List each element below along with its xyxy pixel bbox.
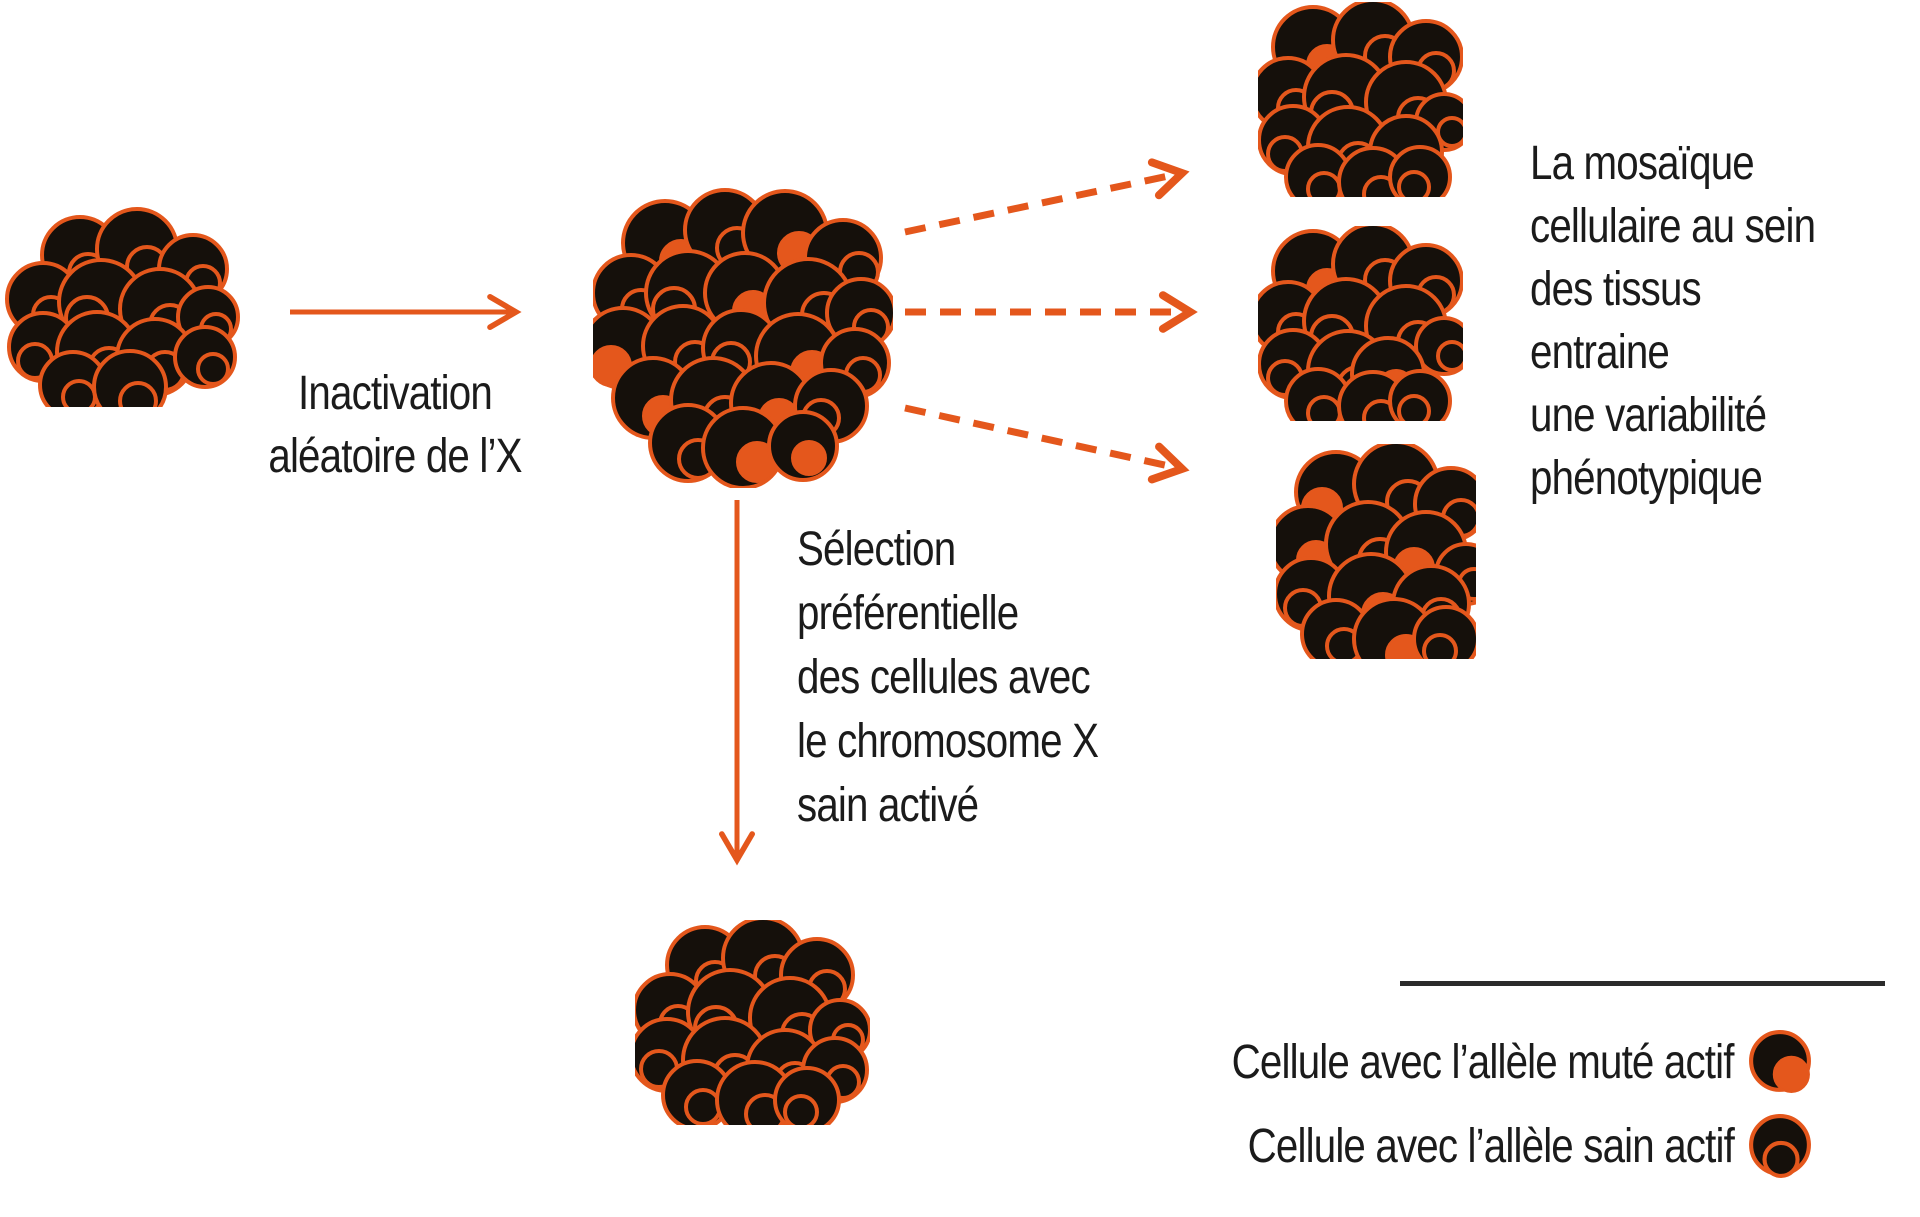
inactivation-label-line2: aléatoire de l’X [268,430,522,483]
legend-divider [1400,981,1885,986]
mosaic-label-line6: phénotypique [1530,452,1763,505]
legend-item-mutant: Cellule avec l’allèle muté actif [1100,1028,1812,1096]
mosaic-label-line5: une variabilité [1530,389,1767,442]
mosaic-label-line3: des tissus [1530,263,1702,316]
mutant-cell-icon [1748,1030,1812,1094]
dashed-arrow-top [904,158,1190,236]
legend-item-mutant-label: Cellule avec l’allèle muté actif [1231,1035,1735,1089]
inactivation-label-line1: Inactivation [298,367,493,420]
healthy-cell-icon [1748,1114,1812,1178]
mosaic-label-line4: entraine [1530,326,1670,379]
cell-cluster-tissue-bottom [1276,444,1476,659]
cell-cluster-initial [5,207,240,407]
selection-label-line2: préférentielle [797,587,1019,640]
selection-label-line1: Sélection [797,523,956,576]
cell-cluster-mosaic [593,188,893,488]
selection-label-line4: le chromosome X [797,715,1099,768]
selection-label-line5: sain activé [797,779,979,832]
mosaic-label-line2: cellulaire au sein [1530,200,1816,253]
inactivation-label: Inactivation aléatoire de l’X [227,362,563,488]
cell-cluster-tissue-top [1258,2,1463,197]
legend-item-healthy: Cellule avec l’allèle sain actif [1100,1112,1812,1180]
cell-cluster-tissue-middle [1258,226,1463,421]
mosaic-label-line1: La mosaïque [1530,137,1755,190]
selection-label: Sélection préférentielle des cellules av… [797,518,1167,838]
cell-cluster-selected [635,920,870,1125]
dashed-arrow-bottom [904,404,1190,484]
mosaic-label: La mosaïque cellulaire au sein des tissu… [1530,132,1866,510]
selection-label-line3: des cellules avec [797,651,1091,704]
legend-item-healthy-label: Cellule avec l’allèle sain actif [1247,1119,1735,1173]
